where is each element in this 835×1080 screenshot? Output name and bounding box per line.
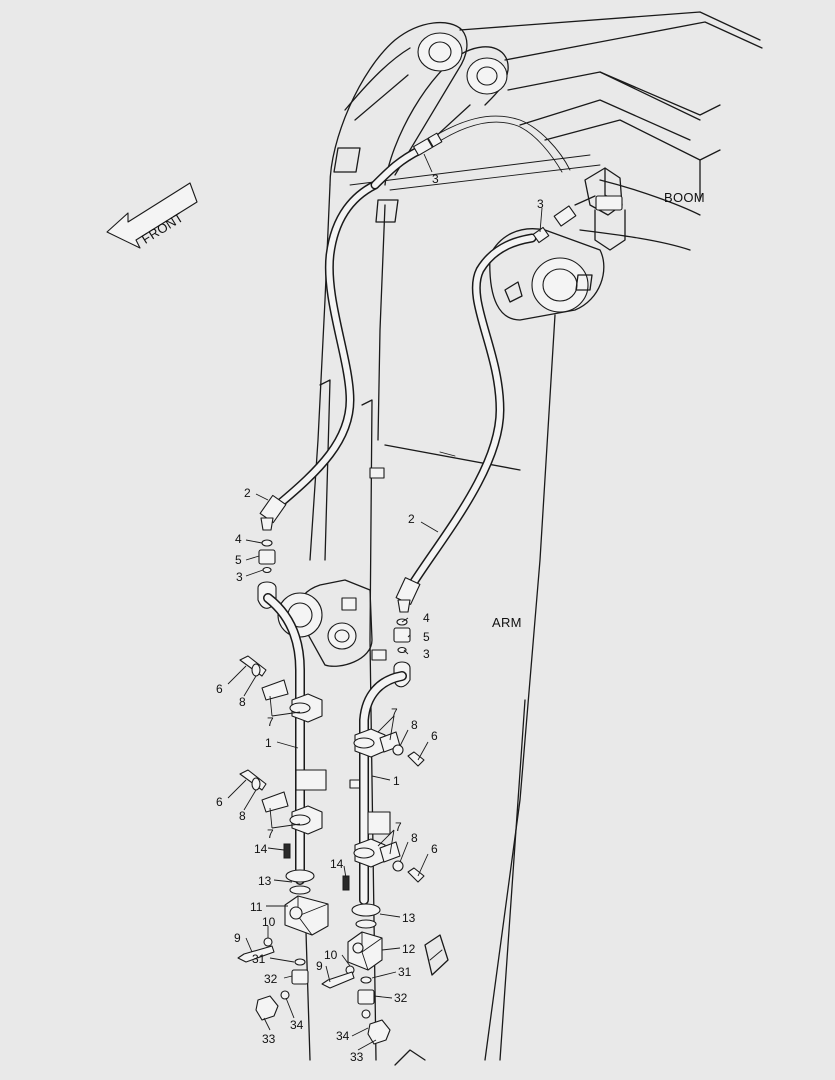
callout-31: 31 [398, 965, 412, 979]
left-clamps [261, 679, 327, 835]
callout-34: 34 [290, 1018, 304, 1032]
hose-left [273, 180, 380, 510]
hose-right [405, 233, 537, 593]
boom-pin-boss-right [466, 57, 508, 95]
boom-fitting-right [532, 195, 596, 244]
callout-7: 7 [391, 706, 398, 720]
callout-3: 3 [432, 172, 439, 186]
callout-32: 32 [394, 991, 408, 1005]
arm-boss-inner [327, 622, 357, 650]
boom-fitting-top [413, 132, 443, 156]
callout-7: 7 [395, 820, 402, 834]
callout-6: 6 [431, 729, 438, 743]
callout-34: 34 [336, 1029, 350, 1043]
callout-10: 10 [324, 948, 338, 962]
boom-label: BOOM [664, 190, 705, 205]
arm-label: ARM [492, 615, 522, 630]
callout-6: 6 [431, 842, 438, 856]
callout-12: 12 [402, 942, 416, 956]
left-block [237, 869, 329, 1021]
callout-8: 8 [239, 695, 246, 709]
callout-14: 14 [254, 842, 268, 856]
callout-6: 6 [216, 795, 223, 809]
callout-7: 7 [267, 827, 274, 841]
callout-32: 32 [264, 972, 278, 986]
callout-leaders [227, 153, 543, 1051]
callout-1: 1 [393, 774, 400, 788]
callout-31: 31 [252, 952, 266, 966]
callout-9: 9 [234, 931, 241, 945]
callout-33: 33 [350, 1050, 364, 1064]
callout-8: 8 [411, 718, 418, 732]
callout-8: 8 [239, 809, 246, 823]
callout-6: 6 [216, 682, 223, 696]
callout-5: 5 [235, 553, 242, 567]
callout-3: 3 [537, 197, 544, 211]
right-pipe [359, 671, 407, 905]
callout-2: 2 [244, 486, 251, 500]
callout-numbers: 3 3 2 2 4 5 3 4 5 3 6 8 7 7 8 6 1 1 6 8 … [216, 172, 544, 1064]
right-bolts [342, 744, 425, 891]
callout-10: 10 [262, 915, 276, 929]
callout-3: 3 [423, 647, 430, 661]
callout-13: 13 [258, 874, 272, 888]
callout-7: 7 [267, 715, 274, 729]
callout-9: 9 [316, 959, 323, 973]
left-bolts [239, 655, 291, 859]
arm-cylinder-rod-end [489, 228, 605, 321]
callout-11: 11 [250, 900, 263, 914]
callout-3: 3 [236, 570, 243, 584]
callout-5: 5 [423, 630, 430, 644]
callout-13: 13 [402, 911, 416, 925]
left-pipe [263, 593, 305, 885]
callout-14: 14 [330, 857, 344, 871]
hose-boom-top [370, 115, 571, 190]
boom-pin-boss-left [417, 32, 463, 72]
boom-bracket [584, 167, 626, 251]
callout-2: 2 [408, 512, 415, 526]
right-clamps [353, 728, 401, 868]
boom-structure [329, 11, 763, 321]
callout-4: 4 [235, 532, 242, 546]
callout-33: 33 [262, 1032, 276, 1046]
callout-8: 8 [411, 831, 418, 845]
callout-1: 1 [265, 736, 272, 750]
callout-4: 4 [423, 611, 430, 625]
